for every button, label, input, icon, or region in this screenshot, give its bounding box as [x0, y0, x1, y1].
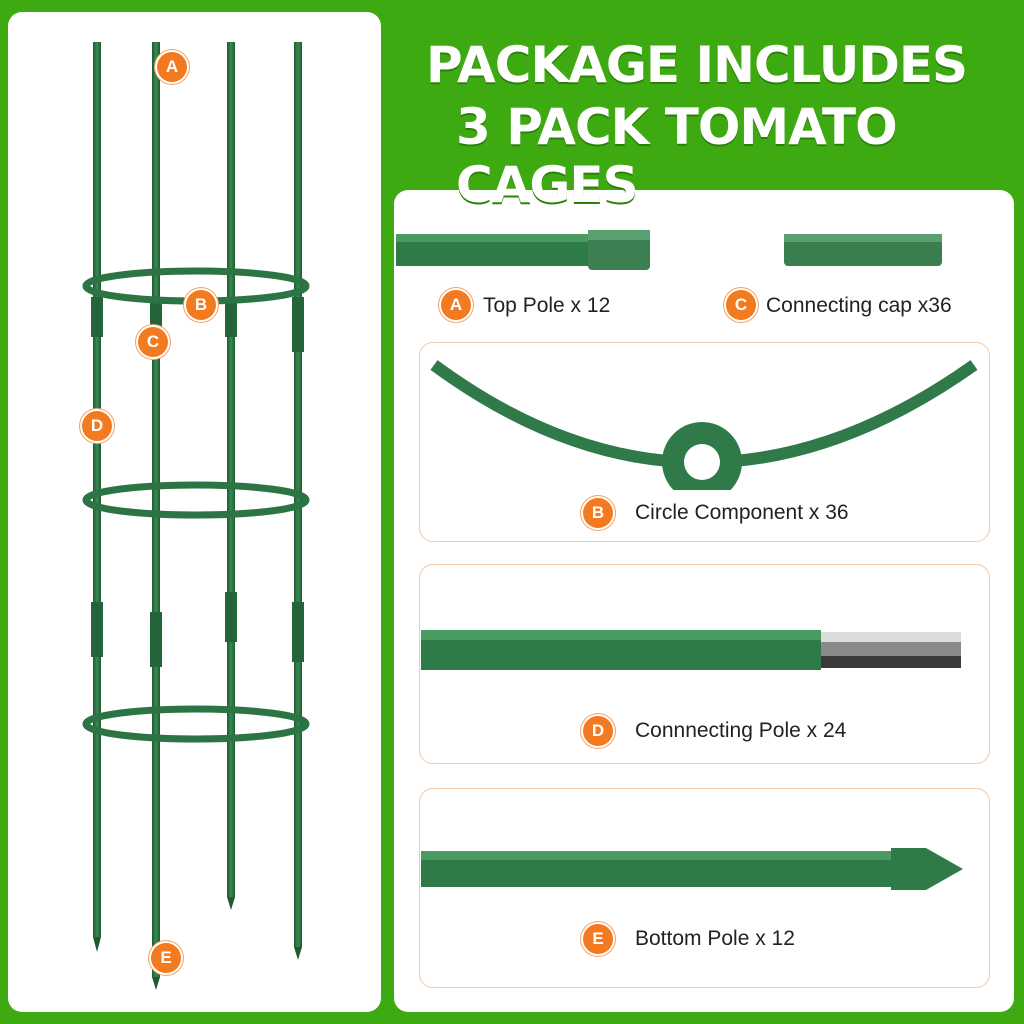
label-circle-component: Circle Component x 36	[635, 501, 849, 524]
label-top-pole: Top Pole x 12	[483, 294, 611, 317]
badge-b: B	[583, 498, 613, 528]
assembled-cage-illustration	[82, 42, 310, 990]
top-pole-image	[396, 230, 650, 270]
headline-line-1: PACKAGE INCLUDES	[426, 36, 968, 94]
badge-d: D	[583, 716, 613, 746]
marker-e: E	[151, 943, 181, 973]
marker-d: D	[82, 411, 112, 441]
connecting-cap-image	[784, 234, 942, 266]
circle-component-image	[430, 360, 978, 490]
marker-b: B	[186, 290, 216, 320]
badge-e: E	[583, 924, 613, 954]
label-connecting-cap: Connecting cap x36	[766, 294, 952, 317]
cage-rings	[82, 267, 310, 743]
label-connecting-pole: Connnecting Pole x 24	[635, 719, 847, 742]
headline-line-2: 3 PACK TOMATO CAGES	[456, 98, 898, 214]
badge-c: C	[726, 290, 756, 320]
marker-a: A	[157, 52, 187, 82]
bottom-pole-image	[421, 848, 963, 890]
badge-a: A	[441, 290, 471, 320]
label-bottom-pole: Bottom Pole x 12	[635, 927, 795, 950]
connecting-pole-image	[421, 630, 961, 670]
marker-c: C	[138, 327, 168, 357]
